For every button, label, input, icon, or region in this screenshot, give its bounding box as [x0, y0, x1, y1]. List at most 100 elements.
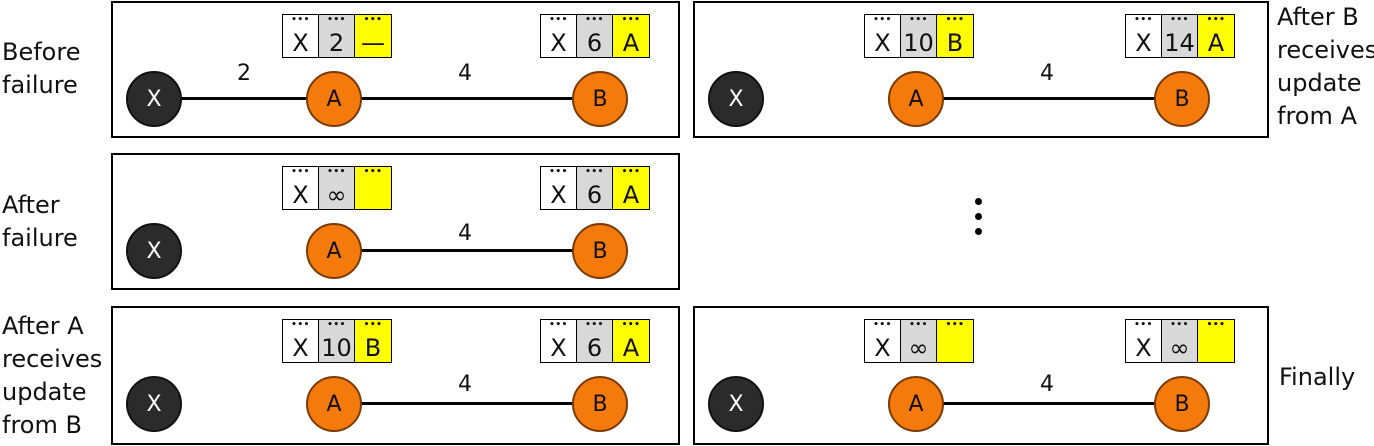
cost-value: 10: [321, 334, 352, 362]
weight-x-a: 2: [237, 61, 251, 86]
ellipsis-icon: •••: [363, 320, 383, 330]
link-a-b: [927, 402, 1191, 405]
cost-value: 6: [586, 181, 603, 209]
destination-value: X: [550, 334, 567, 362]
next-hop-cell: ••• —: [355, 15, 391, 57]
cost-value: ∞: [1169, 334, 1190, 362]
router-b-node: B: [572, 71, 628, 127]
ellipsis-icon: •••: [1170, 15, 1189, 25]
cost-cell: ••• 6: [577, 167, 613, 209]
weight-a-b: 4: [458, 221, 472, 246]
router-a-node: A: [888, 71, 944, 127]
routing-table-b: •••X ••• ∞ •••: [1125, 319, 1235, 363]
ellipsis-icon: •••: [585, 15, 604, 25]
ellipsis-icon: •••: [549, 167, 568, 177]
weight-a-b: 4: [458, 372, 472, 397]
router-x-node: X: [126, 71, 182, 127]
ellipsis-icon: •••: [945, 320, 965, 330]
vertical-ellipsis-icon: [975, 198, 983, 243]
cost-value: ∞: [326, 181, 347, 209]
destination-cell: •••X: [865, 15, 901, 57]
next-hop-value: B: [364, 334, 382, 362]
cost-cell: •••∞: [901, 320, 937, 362]
ellipsis-icon: •••: [363, 167, 383, 177]
destination-cell: ••• X: [541, 320, 577, 362]
destination-value: X: [550, 181, 567, 209]
ellipsis-icon: •••: [363, 15, 383, 25]
ellipsis-icon: •••: [549, 15, 568, 25]
routing-table-a: •••X •••2 •••—: [282, 14, 392, 58]
destination-cell: •••X: [283, 15, 319, 57]
panel-before-failure: 2 4 X A B •••X •••2 •••— •••X •••6 •••A: [111, 1, 680, 138]
ellipsis-icon: •••: [291, 167, 310, 177]
next-hop-value: A: [622, 29, 640, 57]
panel-finally: 4 X A B •••X •••∞ ••• •••X •••∞ •••: [693, 306, 1269, 445]
link-a-b: [927, 97, 1191, 100]
panel-after-b-update: 4 X A B •••X ••• 10 ••• B •••X •••14 •••A: [693, 1, 1269, 138]
weight-a-b: 4: [458, 61, 472, 86]
weight-a-b: 4: [1040, 61, 1054, 86]
router-x-node: X: [126, 223, 182, 279]
ellipsis-icon: •••: [291, 320, 310, 330]
next-hop-cell: •••A: [1198, 15, 1234, 57]
next-hop-cell: ••• B: [937, 15, 973, 57]
ellipsis-icon: •••: [327, 15, 346, 25]
ellipsis-icon: •••: [1206, 15, 1226, 25]
routing-table-a: •••X ••• 10 ••• B: [864, 14, 974, 58]
link-a-b: [345, 402, 609, 405]
cost-value: 10: [903, 29, 934, 57]
cost-cell: •••14: [1162, 15, 1198, 57]
panel-after-a-update: 4 X A B •••X •••10 •••B •••X •••6 •••A: [111, 306, 680, 445]
caption-finally: Finally: [1279, 363, 1356, 391]
destination-value: X: [874, 29, 891, 57]
next-hop-value: —: [361, 29, 385, 57]
next-hop-value: B: [946, 29, 964, 57]
router-b-node: B: [572, 223, 628, 279]
router-a-node: A: [306, 71, 362, 127]
panel-after-failure: 4 X A B ••• X ••• ∞ ••• ••• X ••• 6 ••• A: [111, 153, 680, 290]
cost-value: 6: [586, 334, 603, 362]
caption-before-failure: Before failure: [2, 38, 81, 99]
link-a-b: [345, 249, 609, 252]
destination-cell: •••X: [283, 167, 319, 209]
routing-table-b: •••X ••• 6 ••• A: [540, 14, 650, 58]
next-hop-cell: •••: [1198, 320, 1234, 362]
cost-cell: ••• 6: [577, 15, 613, 57]
next-hop-value: A: [622, 181, 640, 209]
ellipsis-icon: •••: [621, 167, 641, 177]
router-x-node: X: [708, 376, 764, 432]
destination-cell: •••X: [1126, 320, 1162, 362]
ellipsis-icon: •••: [873, 320, 892, 330]
caption-after-a-update: After A receives update from B: [2, 312, 103, 439]
ellipsis-icon: •••: [549, 320, 568, 330]
destination-value: X: [292, 29, 309, 57]
cost-cell: •••2: [319, 15, 355, 57]
destination-value: X: [874, 334, 891, 362]
router-b-node: B: [1154, 71, 1210, 127]
routing-table-b: ••• X ••• 6 •••A: [540, 319, 650, 363]
cost-value: ∞: [908, 334, 929, 362]
next-hop-cell: •••A: [613, 320, 649, 362]
ellipsis-icon: •••: [1206, 320, 1226, 330]
ellipsis-icon: •••: [327, 320, 346, 330]
ellipsis-icon: •••: [945, 15, 965, 25]
ellipsis-icon: •••: [585, 167, 604, 177]
cost-cell: ••• ∞: [319, 167, 355, 209]
ellipsis-icon: •••: [585, 320, 604, 330]
caption-after-failure: After failure: [2, 191, 78, 252]
next-hop-cell: ••• A: [613, 167, 649, 209]
destination-cell: ••• X: [541, 167, 577, 209]
link-x-a: [169, 97, 377, 100]
router-a-node: A: [888, 376, 944, 432]
ellipsis-icon: •••: [327, 167, 346, 177]
cost-value: 6: [586, 29, 603, 57]
destination-cell: •••X: [541, 15, 577, 57]
link-a-b: [345, 97, 609, 100]
ellipsis-icon: •••: [1170, 320, 1189, 330]
router-x-node: X: [126, 376, 182, 432]
ellipsis-icon: •••: [621, 15, 641, 25]
cost-cell: ••• 6: [577, 320, 613, 362]
cost-cell: ••• ∞: [1162, 320, 1198, 362]
routing-table-b: ••• X ••• 6 ••• A: [540, 166, 650, 210]
router-b-node: B: [1154, 376, 1210, 432]
